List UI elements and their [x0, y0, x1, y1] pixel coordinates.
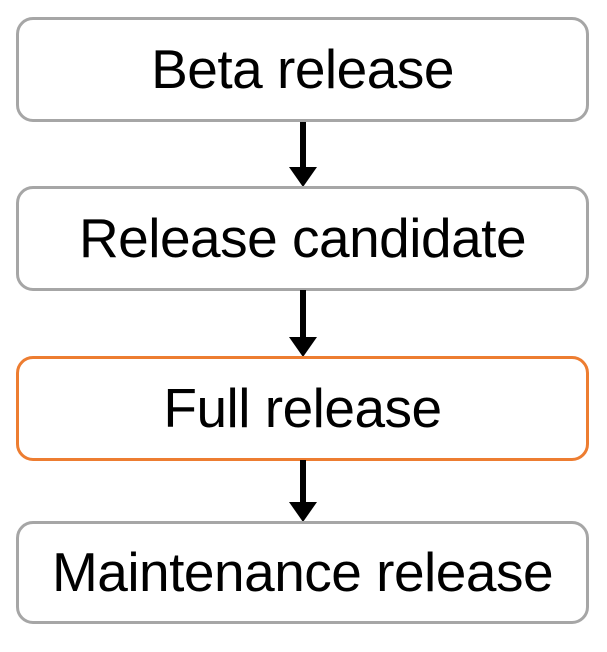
arrow-shaft	[300, 290, 306, 338]
arrow-shaft	[300, 460, 306, 503]
down-arrow	[289, 460, 317, 522]
node-maintenance-release: Maintenance release	[16, 521, 589, 624]
node-label: Maintenance release	[51, 541, 554, 603]
arrow-head	[289, 167, 317, 187]
arrow-shaft	[300, 122, 306, 168]
node-release-candidate: Release candidate	[16, 186, 589, 291]
node-beta-release: Beta release	[16, 17, 589, 122]
node-full-release: Full release	[16, 356, 589, 461]
arrow-head	[289, 502, 317, 522]
node-label: Release candidate	[78, 207, 527, 269]
down-arrow	[289, 290, 317, 357]
down-arrow	[289, 122, 317, 187]
node-label: Full release	[163, 377, 442, 439]
arrow-head	[289, 337, 317, 357]
node-label: Beta release	[151, 38, 454, 100]
